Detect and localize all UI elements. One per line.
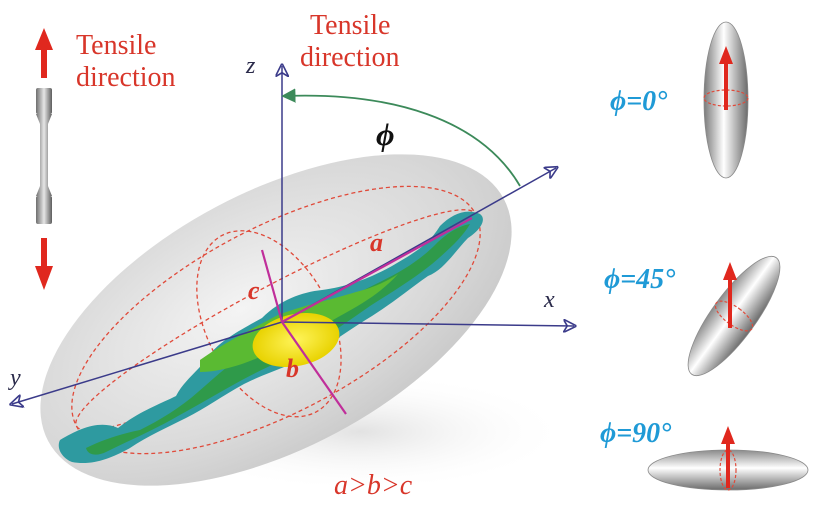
semi-axis-a-label: a xyxy=(370,228,383,257)
tensile-label-top-line1: Tensile xyxy=(310,10,391,41)
y-axis xyxy=(12,321,283,404)
orientation-90-label: ϕ=90° xyxy=(600,418,672,449)
x-axis xyxy=(281,322,574,326)
inclusion-blob xyxy=(58,211,483,464)
tensile-arrow-up xyxy=(35,28,53,78)
z-axis-label: z xyxy=(246,53,256,79)
inclusion-core xyxy=(252,312,340,368)
semi-axis-a xyxy=(281,217,473,323)
semi-axis-c xyxy=(260,249,284,323)
axis-relation-label: a>b>c xyxy=(334,470,413,501)
tensile-label-left-line1: Tensile xyxy=(76,30,157,61)
orientation-0-label: ϕ=0° xyxy=(610,86,668,117)
tensile-label-top-line2: direction xyxy=(300,42,400,73)
tensile-arrow-down xyxy=(35,238,53,290)
orientation-45-label: ϕ=45° xyxy=(604,264,676,295)
tensile-label-left-line2: direction xyxy=(76,62,176,93)
semi-axis-c-label: c xyxy=(248,276,260,305)
semi-axis-b xyxy=(281,321,347,415)
orientation-0-shape xyxy=(703,21,749,179)
angle-label: ϕ xyxy=(376,116,395,152)
orientation-45-shape xyxy=(687,255,781,377)
tensile-specimen xyxy=(35,28,53,290)
semi-axes xyxy=(260,217,473,415)
y-axis-label: y xyxy=(10,365,21,391)
x-axis-label: x xyxy=(544,287,555,313)
semi-axis-b-label: b xyxy=(286,354,299,383)
angle-arc xyxy=(281,88,521,187)
orientation-90-shape xyxy=(647,426,809,491)
